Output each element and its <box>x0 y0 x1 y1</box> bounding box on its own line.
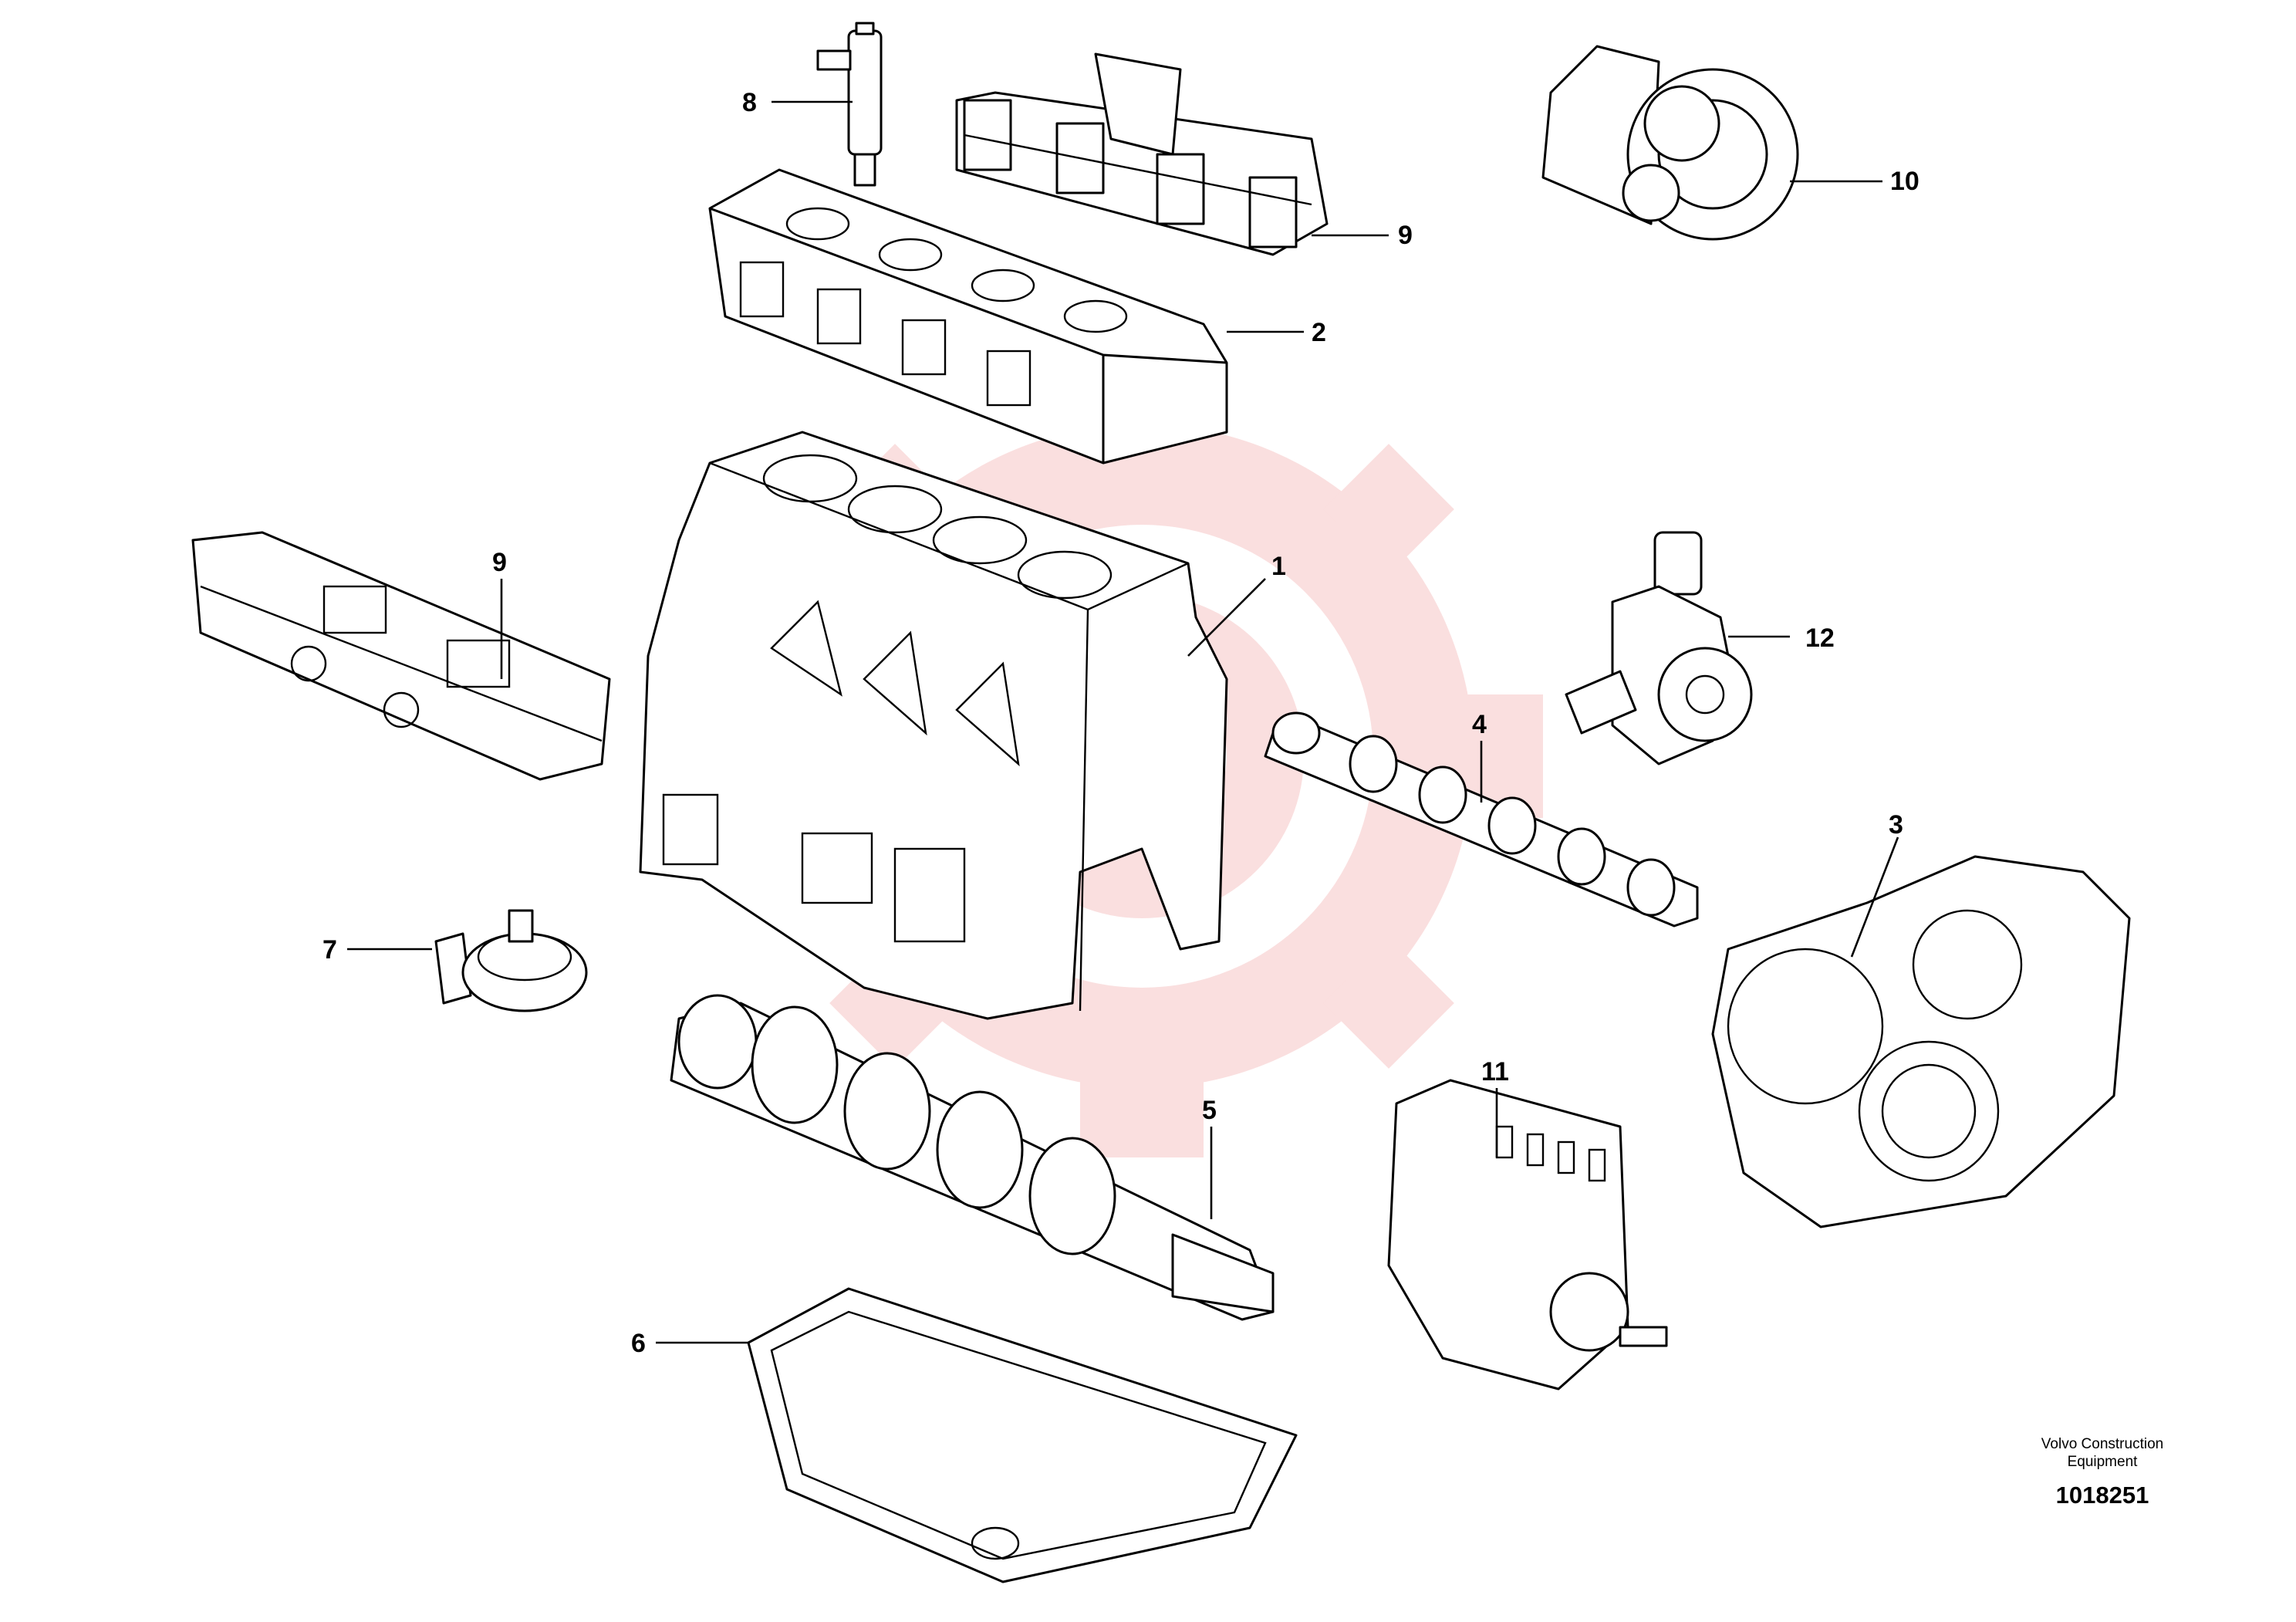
exhaust-manifold-drawing <box>955 52 1329 256</box>
callout-6: 6 <box>631 1329 646 1358</box>
callout-1: 1 <box>1271 552 1286 581</box>
camshaft-drawing <box>1264 711 1699 928</box>
company-name-line2: Equipment <box>2067 1454 2138 1470</box>
timing-gear-cover-drawing <box>1711 855 2131 1228</box>
oil-pan-drawing <box>747 1287 1298 1583</box>
callout-9-left: 9 <box>492 548 507 577</box>
fuel-injection-pump-drawing <box>1387 1079 1668 1391</box>
drawing-number: 1018251 <box>2055 1482 2149 1509</box>
fuel-injector-drawing <box>816 22 883 187</box>
callout-11: 11 <box>1481 1057 1509 1086</box>
water-pump-drawing <box>1565 531 1753 765</box>
oil-cooler-drawing <box>434 909 588 1012</box>
cylinder-block-drawing <box>639 431 1228 1020</box>
company-name-line1: Volvo Construction <box>2041 1436 2164 1452</box>
callout-8: 8 <box>742 88 757 117</box>
callout-7: 7 <box>322 935 337 965</box>
callout-12: 12 <box>1805 623 1835 653</box>
turbocharger-drawing <box>1541 45 1799 241</box>
callout-10: 10 <box>1890 167 1920 196</box>
intake-manifold-drawing <box>191 531 611 781</box>
drawing-caption: Volvo Construction Equipment 1018251 <box>1998 1435 2207 1509</box>
callout-5: 5 <box>1202 1096 1217 1125</box>
callout-9-top: 9 <box>1398 221 1413 250</box>
callout-4: 4 <box>1472 710 1487 739</box>
callout-3: 3 <box>1889 810 1903 840</box>
callout-2: 2 <box>1312 318 1326 347</box>
cylinder-head-drawing <box>708 168 1228 465</box>
leader-lines <box>347 100 1899 1344</box>
crankshaft-drawing <box>670 994 1275 1321</box>
